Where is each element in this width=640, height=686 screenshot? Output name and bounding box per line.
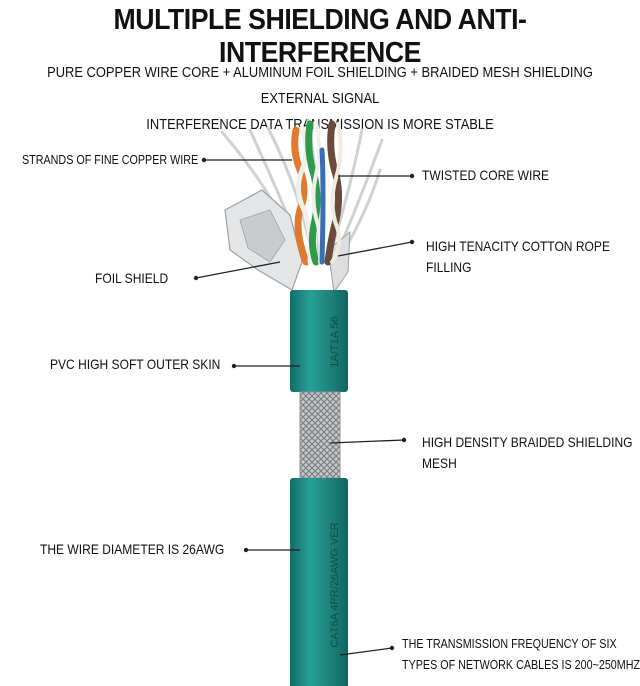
label-braided-mesh-line-1: HIGH DENSITY BRAIDED SHIELDING — [422, 434, 633, 450]
leader-lines — [195, 159, 413, 656]
lower-jacket: CAT6A 4PR/26AWG VER — [290, 478, 348, 686]
label-braided-mesh-line-2: MESH — [422, 455, 457, 471]
subtitle-line-2: INTERFERENCE DATA TRANSMISSION IS MORE S… — [146, 116, 494, 133]
label-cotton-rope: HIGH TENACITY COTTON ROPE FILLING — [426, 236, 610, 278]
label-cotton-rope-line-1: HIGH TENACITY COTTON ROPE — [426, 238, 610, 254]
braided-mesh — [299, 391, 341, 479]
leader-dots — [193, 157, 415, 651]
page-subtitle: PURE COPPER WIRE CORE + ALUMINUM FOIL SH… — [45, 60, 595, 138]
label-braided-mesh: HIGH DENSITY BRAIDED SHIELDING MESH — [422, 432, 633, 474]
upper-jacket-print: 1A/T1A 56 — [329, 316, 341, 367]
label-copper-strands: STRANDS OF FINE COPPER WIRE — [22, 153, 199, 167]
label-outer-skin: PVC HIGH SOFT OUTER SKIN — [50, 356, 221, 372]
label-frequency-line-2: TYPES OF NETWORK CABLES IS 200~250MHZ — [402, 658, 640, 672]
label-twisted-core: TWISTED CORE WIRE — [422, 167, 550, 183]
label-frequency-line-1: THE TRANSMISSION FREQUENCY OF SIX — [402, 637, 617, 651]
label-cotton-rope-line-2: FILLING — [426, 259, 472, 275]
foil-shield — [224, 189, 351, 294]
lower-jacket-print: CAT6A 4PR/26AWG VER — [329, 522, 341, 647]
upper-jacket: 1A/T1A 56 — [290, 290, 348, 392]
label-wire-diameter: THE WIRE DIAMETER IS 26AWG — [40, 541, 225, 557]
label-frequency: THE TRANSMISSION FREQUENCY OF SIX TYPES … — [402, 634, 640, 676]
twisted-pairs — [291, 120, 343, 266]
label-foil-shield: FOIL SHIELD — [95, 270, 169, 286]
subtitle-line-1: PURE COPPER WIRE CORE + ALUMINUM FOIL SH… — [47, 64, 593, 107]
page-title: MULTIPLE SHIELDING AND ANTI-INTERFERENCE — [113, 4, 527, 69]
